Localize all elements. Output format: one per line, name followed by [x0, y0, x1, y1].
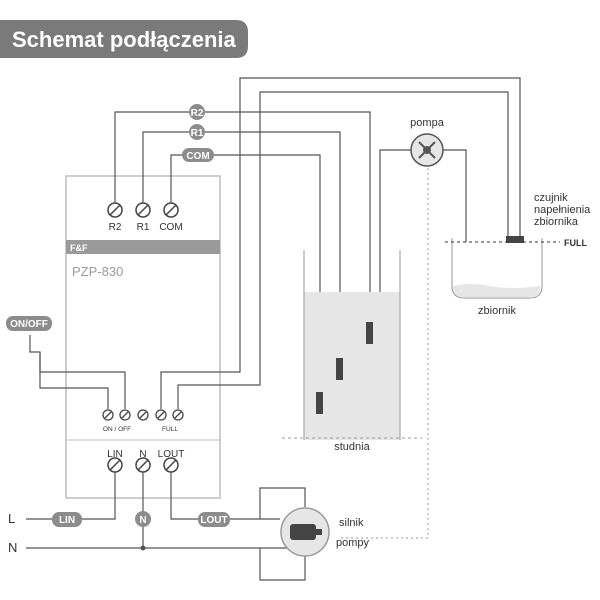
terminal-label-com: COM [159, 222, 182, 233]
device-logo: F&F [70, 243, 88, 253]
terminal-label-r1: R1 [137, 222, 150, 233]
wire-com [170, 154, 321, 392]
relay-device: F&F PZP-830 R2 R1 COM ON / OFF FULL [65, 175, 221, 499]
terminal-label-lin: LIN [107, 449, 123, 460]
svg-text:LIN: LIN [59, 515, 75, 526]
svg-text:LOUT: LOUT [200, 515, 227, 526]
motor-label-line2: pompy [336, 537, 370, 549]
wire-on-off-return [39, 352, 109, 409]
pump-motor: silnik pompy [280, 507, 370, 557]
well: studnia [282, 250, 422, 453]
wire-full-a [160, 77, 521, 409]
device-model: PZP-830 [72, 264, 123, 279]
tank-label: zbiornik [478, 305, 516, 317]
wire-n [26, 547, 301, 555]
svg-text:N: N [139, 515, 146, 526]
sensor-label-line1: czujnik [534, 192, 568, 204]
wire-motor-bottom [259, 548, 306, 581]
tag-lin: LIN [52, 512, 82, 527]
wire-r1 [142, 131, 341, 360]
svg-text:ON/OFF: ON/OFF [10, 319, 48, 330]
probe-r2 [366, 322, 373, 344]
wire-motor-top [259, 487, 306, 519]
tank: FULL zbiornik czujnik napełnienia zbiorn… [445, 192, 591, 317]
device-band [66, 240, 220, 254]
line-label-n: N [8, 540, 17, 555]
title-banner: Schemat podłączenia [0, 20, 248, 58]
tag-r2: R2 [189, 104, 205, 120]
terminal-label-on-off: ON / OFF [103, 426, 131, 433]
terminal-lout: LOUT [158, 449, 185, 473]
terminal-lin: LIN [107, 449, 123, 473]
wire-pump-motor-link [340, 168, 429, 539]
terminal-r1: R1 [135, 202, 151, 233]
pump-label: pompa [410, 117, 445, 129]
svg-text:R2: R2 [191, 108, 204, 119]
sensor-label-line3: zbiornika [534, 216, 579, 228]
tag-lout: LOUT [198, 512, 230, 527]
probe-r1 [336, 358, 343, 380]
wire-full-b [177, 91, 509, 409]
terminal-label-lout: LOUT [158, 449, 185, 460]
terminal-row-mid: ON / OFF FULL [102, 409, 184, 433]
sensor-label-line2: napełnienia [534, 204, 591, 216]
wires [26, 77, 521, 581]
terminal-label-r2: R2 [109, 222, 122, 233]
terminal-label-n: N [139, 449, 146, 460]
tag-com: COM [182, 148, 214, 162]
tag-n: N [135, 511, 151, 527]
terminal-r2: R2 [107, 202, 123, 233]
wire-lout [170, 472, 280, 520]
page-title: Schemat podłączenia [12, 27, 237, 52]
tag-r1: R1 [189, 124, 205, 140]
tag-on-off: ON/OFF [6, 316, 52, 331]
svg-text:R1: R1 [191, 128, 204, 139]
full-label: FULL [564, 238, 587, 248]
probe-com [316, 392, 323, 414]
pump: pompa [410, 117, 445, 167]
svg-text:COM: COM [186, 151, 209, 162]
terminal-label-full: FULL [162, 426, 178, 433]
well-label: studnia [334, 441, 370, 453]
wire-r2 [114, 111, 371, 322]
motor-label-line1: silnik [339, 517, 364, 529]
wire-pump-tank [443, 149, 467, 242]
line-label-l: L [8, 511, 15, 526]
junction-dot [140, 545, 146, 551]
tank-sensor [506, 236, 524, 243]
